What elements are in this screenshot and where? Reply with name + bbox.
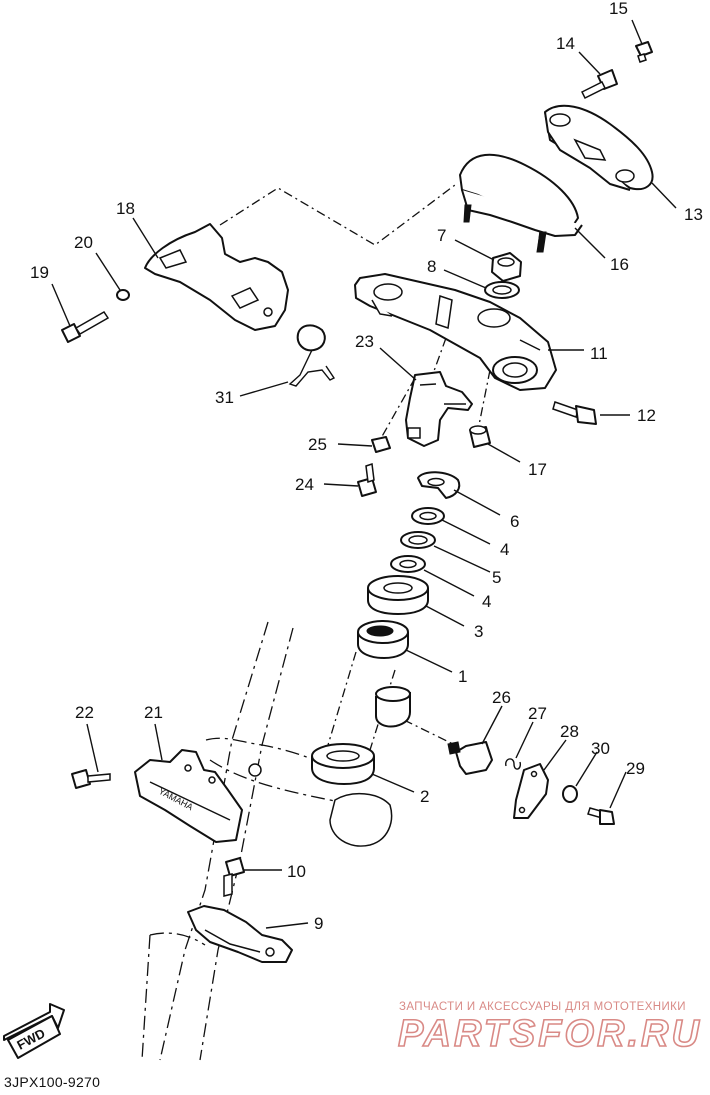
part-19-bolt xyxy=(61,311,110,343)
callout-27: 27 xyxy=(528,704,547,723)
part-2-bearing xyxy=(311,743,375,785)
callout-28: 28 xyxy=(560,722,579,741)
frame-outline xyxy=(141,621,393,1061)
stem-collar xyxy=(375,686,411,728)
part-24-bolt xyxy=(357,462,377,497)
callout-16: 16 xyxy=(610,255,629,274)
callout-31: 31 xyxy=(215,388,234,407)
part-22-bolt xyxy=(71,769,111,789)
part-6-lock-washer xyxy=(417,471,461,499)
part-29-screw xyxy=(587,807,615,825)
part-17-collar xyxy=(469,425,491,448)
callout-8: 8 xyxy=(427,257,436,276)
callout-19: 19 xyxy=(30,263,49,282)
callout-24: 24 xyxy=(295,475,314,494)
callout-15: 15 xyxy=(609,0,628,18)
part-30-washer xyxy=(562,785,578,803)
part-7-nut xyxy=(491,252,522,282)
callout-10: 10 xyxy=(287,862,306,881)
part-1-bearing xyxy=(357,620,409,659)
part-3-bearing-cover xyxy=(367,575,429,615)
callout-4a: 4 xyxy=(500,540,509,559)
callout-17: 17 xyxy=(528,460,547,479)
callout-2: 2 xyxy=(420,787,429,806)
part-27-spring xyxy=(505,758,522,770)
callout-3: 3 xyxy=(474,622,483,641)
part-9-bracket xyxy=(187,905,293,963)
part-13-handlebar-holder xyxy=(544,104,654,191)
part-23-bracket xyxy=(405,371,473,447)
callout-29: 29 xyxy=(626,759,645,778)
callout-12: 12 xyxy=(637,406,656,425)
part-14-bolt xyxy=(580,69,618,100)
callout-labels: 15 14 13 18 16 7 20 19 8 11 23 31 12 25 … xyxy=(30,0,703,933)
callout-1: 1 xyxy=(458,667,467,686)
watermark-caption: ЗАПЧАСТИ И АКСЕССУАРЫ ДЛЯ МОТОТЕХНИКИ xyxy=(399,1001,686,1013)
callout-25: 25 xyxy=(308,435,327,454)
part-18-meter-bracket xyxy=(144,223,289,331)
callout-22: 22 xyxy=(75,703,94,722)
part-5-washer xyxy=(400,531,436,549)
callout-23: 23 xyxy=(355,332,374,351)
part-12-bolt xyxy=(552,401,597,425)
part-21-holder: YAMAHA xyxy=(134,749,243,843)
part-15-screw xyxy=(635,41,653,63)
callout-13: 13 xyxy=(684,205,703,224)
part-4-ring-nut-upper xyxy=(411,507,445,525)
part-20-washer xyxy=(116,289,130,301)
part-11-upper-bracket xyxy=(354,273,557,391)
callout-21: 21 xyxy=(144,703,163,722)
callout-20: 20 xyxy=(74,233,93,252)
diagram-code: 3JPX100-9270 xyxy=(4,1074,101,1090)
leader-lines xyxy=(51,19,677,929)
callout-5: 5 xyxy=(492,568,501,587)
part-26-switch xyxy=(447,741,493,775)
part-8-washer xyxy=(484,281,520,299)
callout-18: 18 xyxy=(116,199,135,218)
callout-26: 26 xyxy=(492,688,511,707)
callout-9: 9 xyxy=(314,914,323,933)
watermark-logo: PARTSFOR.RU xyxy=(397,1012,702,1056)
callout-11: 11 xyxy=(590,344,608,363)
part-28-plate xyxy=(513,763,549,819)
part-31-wire-clip xyxy=(288,324,336,387)
callout-6: 6 xyxy=(510,512,519,531)
callout-7: 7 xyxy=(437,226,446,245)
callout-14: 14 xyxy=(556,34,575,53)
part-4-ring-nut-lower xyxy=(390,555,426,573)
part-10-bolt xyxy=(223,857,245,897)
callout-30: 30 xyxy=(591,739,610,758)
part-16-crown-cover xyxy=(459,153,583,253)
callout-4b: 4 xyxy=(482,592,491,611)
part-25-collar xyxy=(371,436,391,453)
fwd-arrow: FWD xyxy=(3,1003,65,1059)
